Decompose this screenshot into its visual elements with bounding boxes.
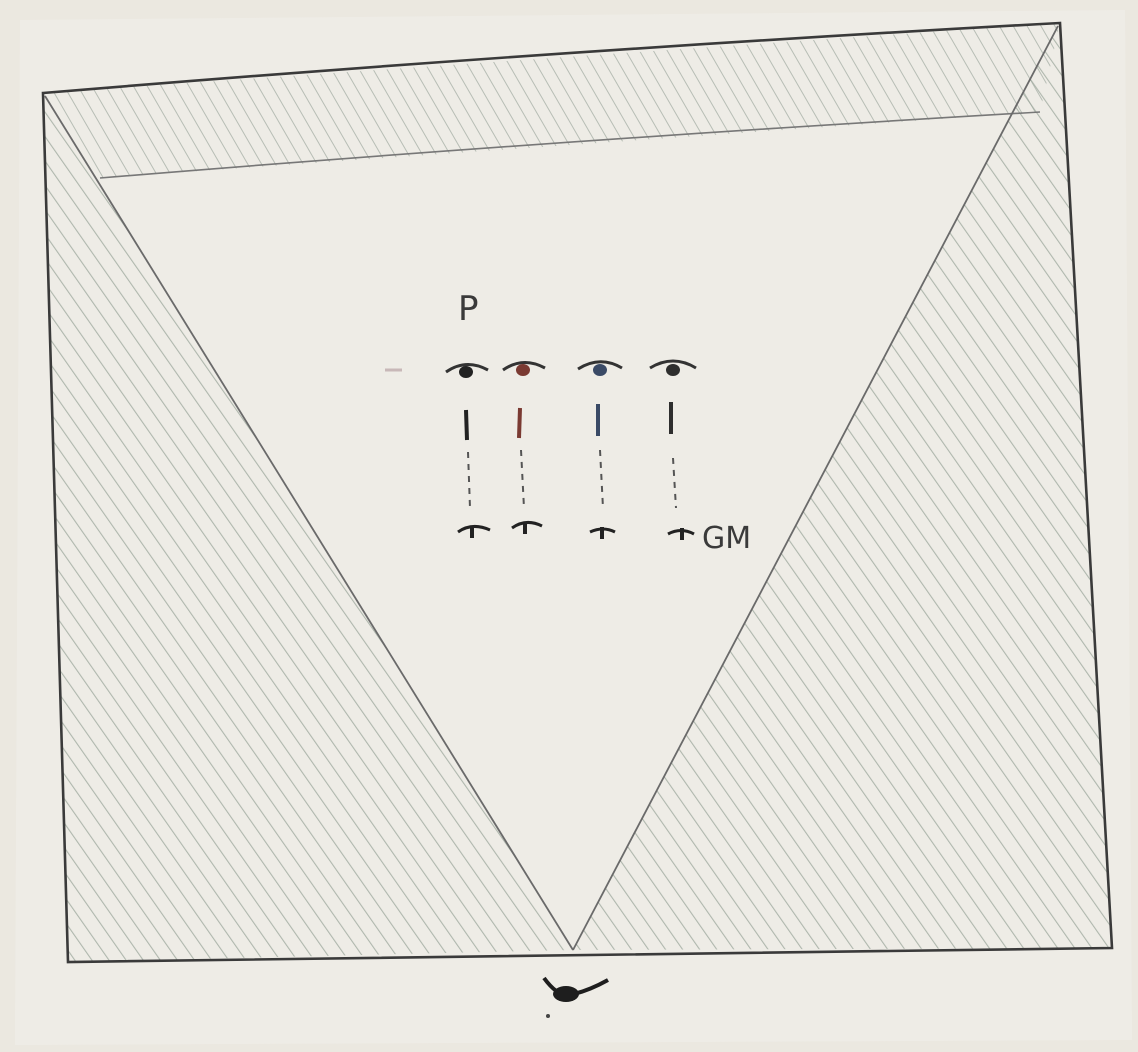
connector-line (466, 410, 467, 440)
top-marker-label: P (458, 289, 479, 329)
connector-line (519, 408, 520, 438)
bottom-marker-label: GM (702, 521, 751, 556)
